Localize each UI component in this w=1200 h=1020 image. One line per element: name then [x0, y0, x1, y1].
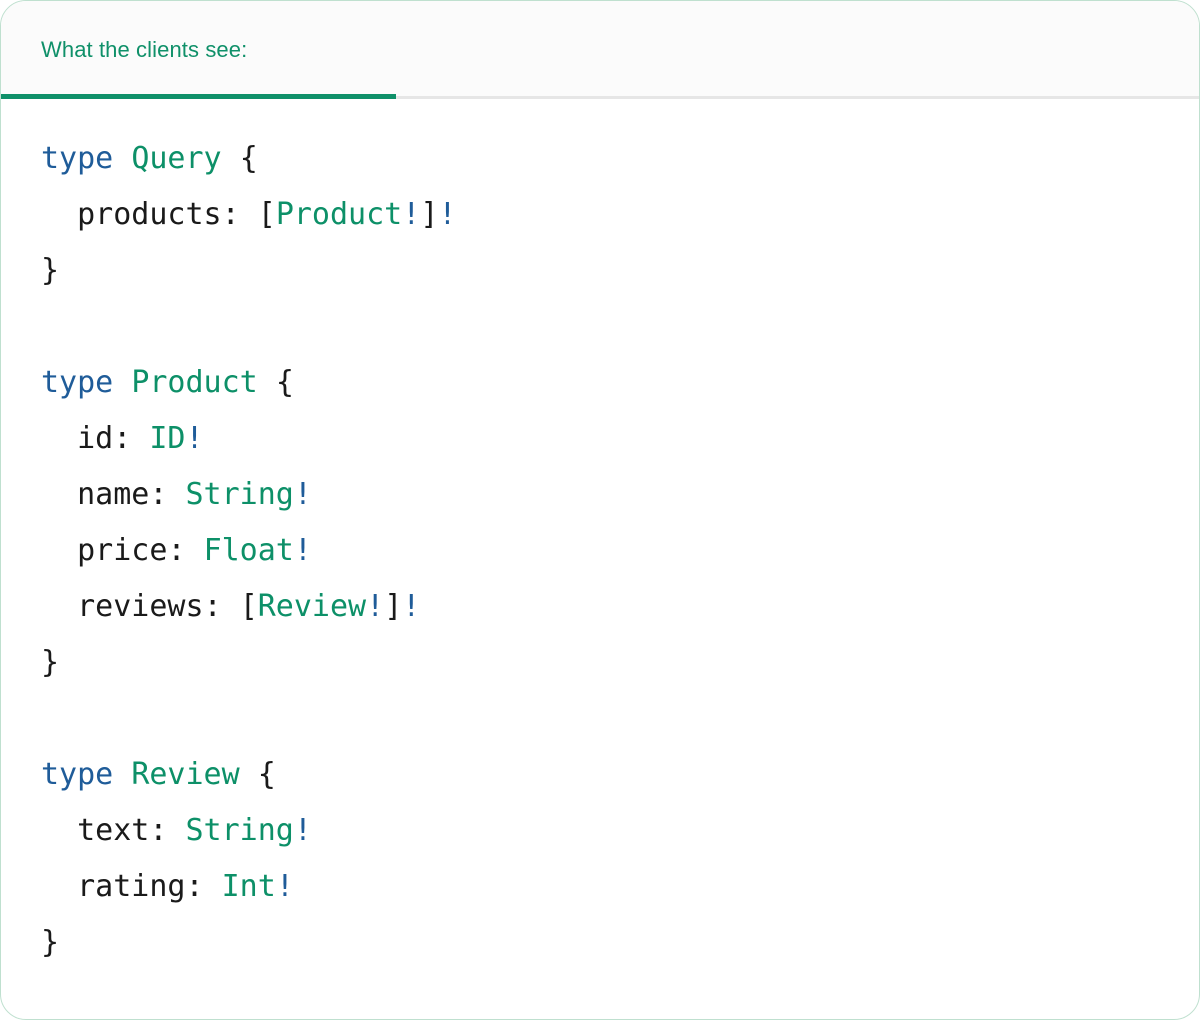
code-token-tname: Float	[203, 533, 294, 568]
code-token-pun	[258, 365, 276, 400]
code-token-fld: text	[77, 813, 150, 848]
code-line: }	[41, 243, 1159, 299]
code-token-bang: !	[366, 589, 385, 624]
code-token-pun: :	[149, 813, 186, 848]
graphql-schema-code: type Query { products: [Product!]! } typ…	[41, 131, 1159, 971]
code-line: id: ID!	[41, 411, 1159, 467]
code-token-fld: price	[77, 533, 168, 568]
code-token-bang: !	[275, 869, 294, 904]
code-token-pun: }	[41, 253, 60, 288]
code-line: type Query {	[41, 131, 1159, 187]
code-line: type Product {	[41, 355, 1159, 411]
code-token-pun: {	[257, 757, 276, 792]
code-area: type Query { products: [Product!]! } typ…	[1, 99, 1199, 971]
code-line: type Review {	[41, 747, 1159, 803]
code-line: products: [Product!]!	[41, 187, 1159, 243]
code-token-pun: :	[221, 197, 258, 232]
code-line: name: String!	[41, 467, 1159, 523]
code-token-tname: String	[185, 813, 294, 848]
code-token-fld: products	[77, 197, 222, 232]
code-token-tname: Query	[131, 141, 222, 176]
code-token-pun: ]	[384, 589, 403, 624]
code-token-tname: Product	[131, 365, 258, 400]
code-token-tname: Int	[221, 869, 276, 904]
code-token-tname: String	[185, 477, 294, 512]
code-token-pun: :	[113, 421, 150, 456]
code-token-pun: {	[275, 365, 294, 400]
code-token-tname: Review	[257, 589, 367, 624]
code-token-pun: :	[203, 589, 240, 624]
code-token-pun	[113, 365, 131, 400]
code-line: price: Float!	[41, 523, 1159, 579]
code-token-tname: ID	[149, 421, 186, 456]
code-line: }	[41, 635, 1159, 691]
code-token-pun	[113, 757, 131, 792]
code-token-bang: !	[438, 197, 457, 232]
code-token-bang: !	[293, 477, 312, 512]
code-token-bang: !	[402, 197, 421, 232]
code-token-fld: name	[77, 477, 150, 512]
code-token-kw: type	[41, 141, 114, 176]
code-token-pun: ]	[420, 197, 439, 232]
code-token-pun: {	[239, 141, 258, 176]
code-token-pun	[222, 141, 240, 176]
code-token-pun: }	[41, 925, 60, 960]
code-token-fld: reviews	[77, 589, 204, 624]
code-line: reviews: [Review!]!	[41, 579, 1159, 635]
code-line: text: String!	[41, 803, 1159, 859]
tab-label: What the clients see:	[41, 37, 248, 62]
code-token-tname: Product	[275, 197, 403, 232]
code-token-bang: !	[293, 813, 312, 848]
code-token-kw: type	[41, 757, 114, 792]
code-token-bang: !	[293, 533, 312, 568]
code-token-pun: :	[149, 477, 186, 512]
code-token-fld: rating	[77, 869, 186, 904]
code-token-pun	[240, 757, 258, 792]
code-line: rating: Int!	[41, 859, 1159, 915]
code-token-kw: type	[41, 365, 114, 400]
code-token-pun: :	[167, 533, 204, 568]
code-line	[41, 299, 1159, 355]
code-token-fld: id	[77, 421, 114, 456]
code-token-pun: [	[257, 197, 276, 232]
code-token-pun: [	[239, 589, 258, 624]
code-line: }	[41, 915, 1159, 971]
code-token-pun: :	[185, 869, 222, 904]
code-token-pun	[113, 141, 131, 176]
code-token-pun: }	[41, 645, 60, 680]
tab-bar: What the clients see:	[1, 1, 1199, 99]
code-token-tname: Review	[131, 757, 240, 792]
code-line	[41, 691, 1159, 747]
code-token-bang: !	[402, 589, 421, 624]
tab-what-the-clients-see[interactable]: What the clients see:	[1, 1, 396, 99]
code-token-bang: !	[185, 421, 204, 456]
